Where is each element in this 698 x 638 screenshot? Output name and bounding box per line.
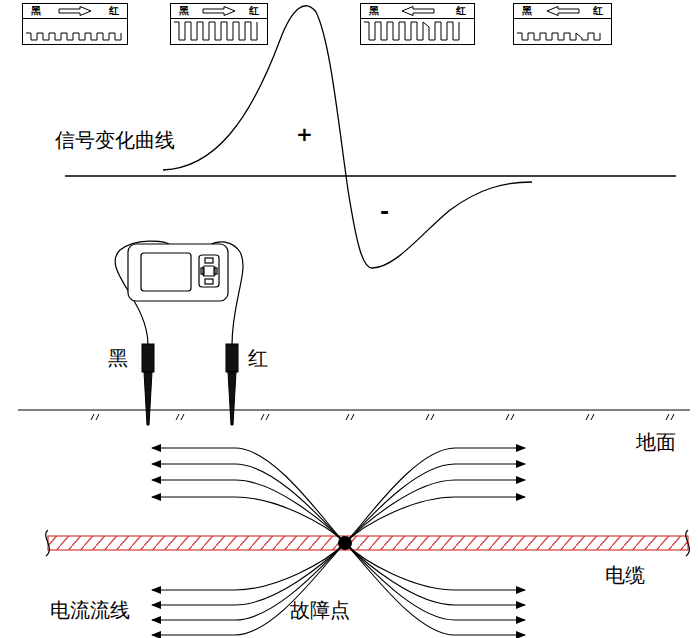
meter [115, 241, 243, 345]
diagram-label: 故障点 [290, 598, 350, 622]
diagram-label: 电缆 [605, 563, 645, 587]
current-lines [152, 448, 525, 635]
diagram-label: 地面 [636, 430, 676, 454]
signal-box: 黑红 [22, 3, 128, 45]
ground-line [18, 410, 690, 420]
diagram-label: 红 [248, 346, 268, 370]
probe-label: 红 [593, 5, 603, 17]
square-wave [514, 19, 611, 44]
probe [142, 344, 238, 425]
square-wave [361, 19, 474, 44]
signal-box: 黑红 [170, 3, 268, 45]
box-header: 黑红 [23, 4, 127, 19]
probe-label: 红 [249, 5, 259, 17]
diagram-label: 电流流线 [50, 598, 130, 622]
diagram-label: 信号变化曲线 [55, 128, 175, 152]
box-header: 黑红 [361, 4, 474, 19]
probe-label: 红 [109, 5, 119, 17]
box-header: 黑红 [171, 4, 267, 19]
probe-label: 黑 [522, 5, 532, 17]
direction-arrow [546, 6, 580, 16]
direction-arrow [202, 6, 236, 16]
probe-label: 红 [456, 5, 466, 17]
box-header: 黑红 [514, 4, 611, 19]
signal-box: 黑红 [513, 3, 612, 45]
direction-arrow [401, 6, 435, 16]
diagram-label: - [380, 200, 389, 224]
probe-label: 黑 [179, 5, 189, 17]
diagram-label: + [296, 122, 313, 146]
diagram-label: 黑 [108, 346, 128, 370]
probe-label: 黑 [369, 5, 379, 17]
signal-box: 黑红 [360, 3, 475, 45]
square-wave [23, 19, 127, 44]
probe-label: 黑 [31, 5, 41, 17]
cable [46, 530, 690, 556]
fault-point [338, 536, 352, 550]
square-wave [171, 19, 267, 44]
direction-arrow [58, 6, 92, 16]
